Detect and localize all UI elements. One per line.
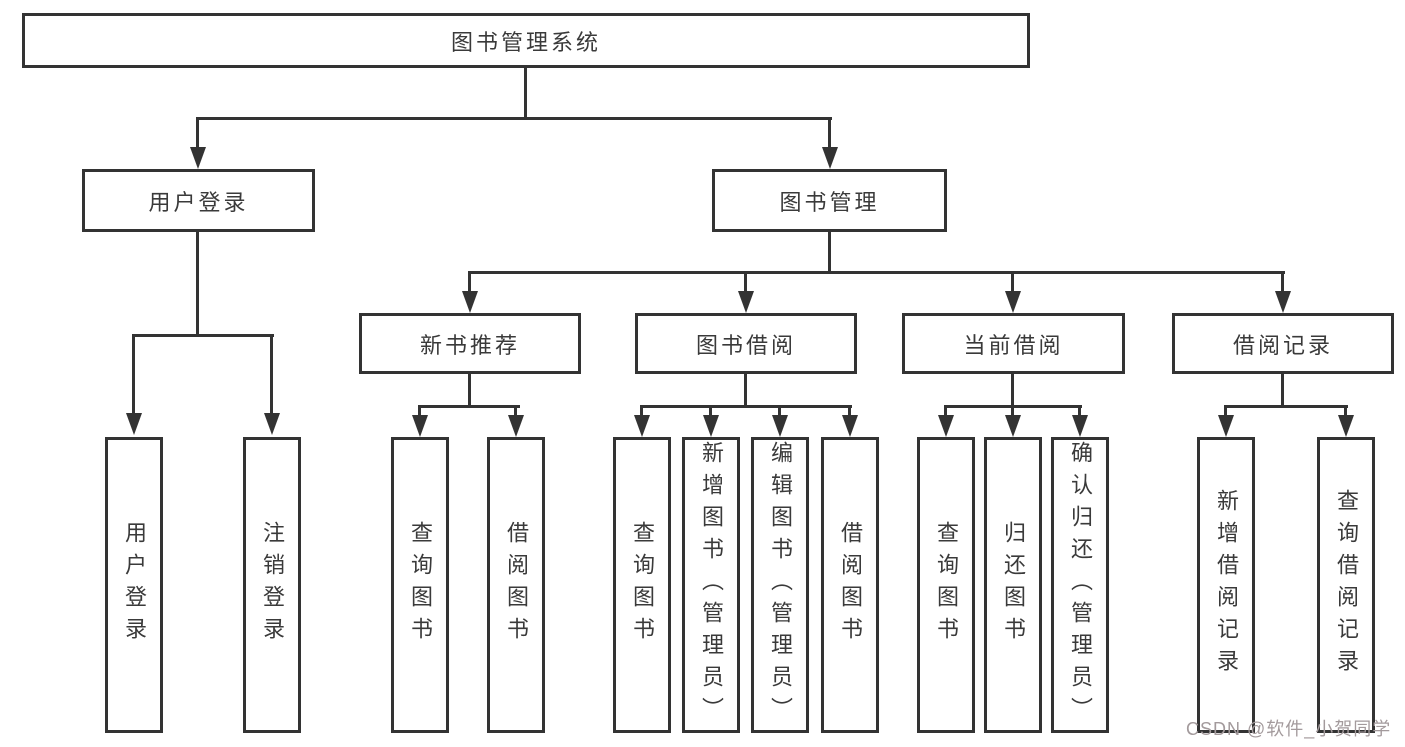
leaf-records-add-record: 新增借阅记录 [1197, 437, 1255, 733]
connector-line [1078, 405, 1081, 417]
node-user-login-label: 用户登录 [148, 189, 249, 215]
arrowhead-down-icon [264, 413, 280, 435]
leaf-logout-label: 注销登录 [260, 521, 285, 649]
arrowhead-down-icon [412, 415, 428, 437]
arrowhead-down-icon [462, 291, 478, 313]
connector-line [468, 374, 471, 407]
leaf-borrow-edit-books-admin: 编辑图书（管理员） [751, 437, 809, 733]
leaf-borrow-add-books-admin: 新增图书（管理员） [682, 437, 740, 733]
connector-line [944, 405, 947, 417]
node-root-label: 图书管理系统 [450, 29, 601, 55]
arrowhead-down-icon [1005, 291, 1021, 313]
connector-line [418, 405, 520, 408]
arrowhead-down-icon [1005, 415, 1021, 437]
arrowhead-down-icon [703, 415, 719, 437]
arrowhead-down-icon [772, 415, 788, 437]
arrowhead-down-icon [190, 147, 206, 169]
arrowhead-down-icon [938, 415, 954, 437]
leaf-records-query-record-label: 查询借阅记录 [1334, 489, 1359, 681]
node-borrow-records: 借阅记录 [1172, 313, 1394, 374]
leaf-recommend-query-books: 查询图书 [391, 437, 449, 733]
leaf-borrow-borrow-books-label: 借阅图书 [838, 521, 863, 649]
leaf-borrow-query-books-label: 查询图书 [630, 521, 655, 649]
arrowhead-down-icon [1072, 415, 1088, 437]
connector-line [828, 117, 831, 149]
leaf-borrow-query-books: 查询图书 [613, 437, 671, 733]
connector-line [1281, 271, 1284, 293]
arrowhead-down-icon [508, 415, 524, 437]
leaf-records-query-record: 查询借阅记录 [1317, 437, 1375, 733]
node-new-book-recommend: 新书推荐 [359, 313, 581, 374]
arrowhead-down-icon [1338, 415, 1354, 437]
connector-line [1011, 405, 1014, 417]
leaf-current-query-books-label: 查询图书 [934, 521, 959, 649]
connector-line [1011, 374, 1014, 407]
connector-line [1281, 374, 1284, 407]
watermark: CSDN @软件_小贺同学 [1186, 719, 1392, 739]
arrowhead-down-icon [842, 415, 858, 437]
connector-line [640, 405, 852, 408]
connector-line [132, 334, 135, 415]
connector-line [196, 232, 199, 337]
node-borrow-records-label: 借阅记录 [1232, 332, 1333, 358]
connector-line [132, 334, 274, 337]
arrowhead-down-icon [1218, 415, 1234, 437]
node-book-borrow-label: 图书借阅 [695, 332, 796, 358]
connector-line [196, 117, 199, 149]
connector-line [196, 117, 832, 120]
connector-line [1224, 405, 1348, 408]
leaf-records-add-record-label: 新增借阅记录 [1214, 489, 1239, 681]
leaf-current-confirm-return-admin: 确认归还（管理员） [1051, 437, 1109, 733]
leaf-borrow-borrow-books: 借阅图书 [821, 437, 879, 733]
arrowhead-down-icon [126, 413, 142, 435]
arrowhead-down-icon [634, 415, 650, 437]
connector-line [468, 271, 471, 293]
node-book-borrow: 图书借阅 [635, 313, 857, 374]
leaf-user-login-label: 用户登录 [122, 521, 147, 649]
leaf-current-return-books: 归还图书 [984, 437, 1042, 733]
connector-line [709, 405, 712, 417]
connector-line [418, 405, 421, 417]
leaf-user-login: 用户登录 [105, 437, 163, 733]
connector-line [1011, 271, 1014, 293]
connector-line [514, 405, 517, 417]
connector-line [744, 271, 747, 293]
leaf-borrow-add-books-admin-label: 新增图书（管理员） [699, 441, 724, 729]
connector-line [640, 405, 643, 417]
connector-line [1224, 405, 1227, 417]
leaf-recommend-query-books-label: 查询图书 [408, 521, 433, 649]
connector-line [524, 68, 527, 120]
node-book-management: 图书管理 [712, 169, 947, 232]
leaf-logout: 注销登录 [243, 437, 301, 733]
node-new-book-recommend-label: 新书推荐 [419, 332, 520, 358]
connector-line [778, 405, 781, 417]
node-book-management-label: 图书管理 [779, 189, 880, 215]
connector-line [270, 334, 273, 415]
connector-line [1344, 405, 1347, 417]
connector-line [744, 374, 747, 407]
leaf-current-query-books: 查询图书 [917, 437, 975, 733]
leaf-recommend-borrow-books: 借阅图书 [487, 437, 545, 733]
node-current-borrow: 当前借阅 [902, 313, 1125, 374]
leaf-current-confirm-return-admin-label: 确认归还（管理员） [1068, 441, 1093, 729]
arrowhead-down-icon [822, 147, 838, 169]
connector-line [828, 232, 831, 274]
node-current-borrow-label: 当前借阅 [963, 332, 1064, 358]
connector-line [468, 271, 1285, 274]
node-root: 图书管理系统 [22, 13, 1030, 68]
arrowhead-down-icon [1275, 291, 1291, 313]
leaf-recommend-borrow-books-label: 借阅图书 [504, 521, 529, 649]
connector-line [848, 405, 851, 417]
arrowhead-down-icon [738, 291, 754, 313]
node-user-login: 用户登录 [82, 169, 315, 232]
leaf-borrow-edit-books-admin-label: 编辑图书（管理员） [768, 441, 793, 729]
leaf-current-return-books-label: 归还图书 [1001, 521, 1026, 649]
